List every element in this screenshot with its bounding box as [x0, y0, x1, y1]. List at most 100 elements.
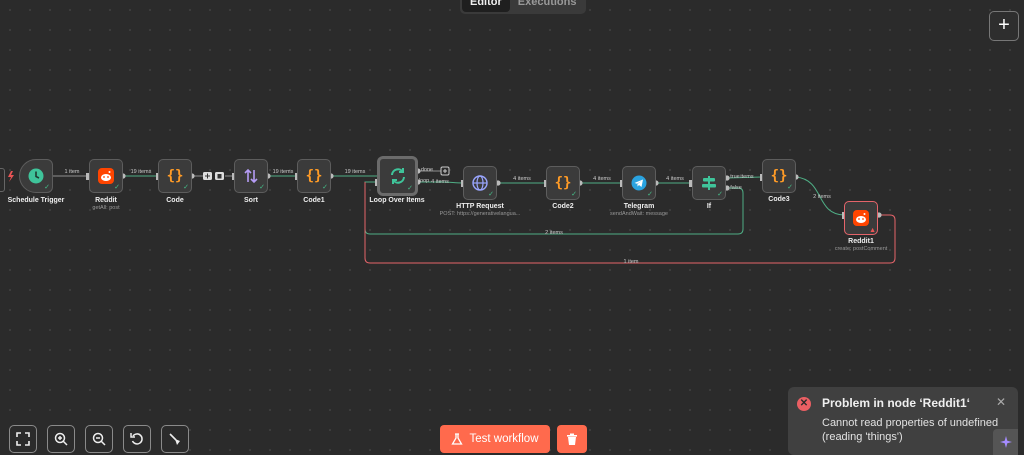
node-reddit[interactable]: ✓	[89, 159, 123, 193]
code-braces-icon: {}	[305, 168, 323, 184]
plus-icon	[205, 173, 210, 179]
success-check-icon: ✓	[114, 184, 120, 191]
node-label: Loop Over Items	[369, 197, 425, 204]
edge-label: 4 items	[513, 176, 531, 182]
fit-view-icon	[16, 432, 30, 446]
reddit-icon	[98, 168, 114, 184]
trash-icon	[217, 174, 222, 179]
view-tabs: Editor Executions	[460, 0, 587, 14]
reddit-icon	[853, 210, 869, 226]
tab-editor[interactable]: Editor	[462, 0, 510, 12]
node-subtitle: getAll: post	[92, 205, 120, 211]
test-workflow-button[interactable]: Test workflow	[440, 425, 550, 453]
zoom-in-icon	[54, 432, 68, 446]
success-check-icon: ✓	[322, 184, 328, 191]
edge-label: 1 item	[64, 169, 80, 175]
trash-icon	[567, 433, 577, 445]
input-handles	[86, 173, 845, 219]
trigger-bolt-icon	[8, 171, 14, 182]
zoom-in-button[interactable]	[47, 425, 75, 453]
edge-label: loop	[418, 178, 430, 184]
node-schedule-trigger[interactable]: ✓	[19, 159, 53, 193]
error-circle-icon: ✕	[797, 397, 811, 411]
node-code1[interactable]: {} ✓	[297, 159, 331, 193]
test-workflow-label: Test workflow	[469, 433, 539, 445]
error-warning-icon: ▲	[869, 227, 876, 234]
edge-label: 4 items	[666, 176, 684, 182]
node-telegram[interactable]: ✓	[622, 166, 656, 200]
success-check-icon: ✓	[787, 184, 793, 191]
add-node-button[interactable]: +	[989, 11, 1019, 41]
node-subtitle: create: postComment	[834, 246, 888, 252]
edge-label: 4 items	[431, 179, 449, 185]
sort-icon	[244, 168, 258, 184]
edge-label: 4 items	[593, 176, 611, 182]
edge-label: 2 items	[813, 194, 831, 200]
edge-loop-http	[417, 181, 464, 184]
success-check-icon: ✓	[488, 191, 494, 198]
success-check-icon: ✓	[717, 191, 723, 198]
tidy-up-button[interactable]	[161, 425, 189, 453]
edge-code3-reddit1	[795, 176, 845, 216]
loop-icon	[390, 168, 405, 184]
node-reddit1[interactable]: ▲	[844, 201, 878, 235]
node-code3[interactable]: {} ✓	[762, 159, 796, 193]
node-subtitle: POST: https://generativelangua...	[439, 211, 521, 217]
edge-label: true	[730, 174, 740, 180]
node-loop-over-items[interactable]: ✓	[377, 156, 418, 196]
canvas-toolbar	[9, 425, 189, 453]
edge-label: 1 item	[623, 259, 639, 265]
reset-zoom-icon	[130, 433, 143, 445]
edge-label: false	[730, 185, 742, 191]
clock-icon	[28, 168, 44, 184]
close-icon[interactable]: ✕	[995, 395, 1006, 409]
tab-executions[interactable]: Executions	[517, 0, 577, 8]
sparkle-icon	[999, 436, 1012, 448]
reset-zoom-button[interactable]	[123, 425, 151, 453]
success-check-icon: ✓	[407, 185, 413, 192]
add-after-done-button[interactable]	[440, 166, 450, 176]
node-label: Reddit	[95, 197, 117, 204]
node-label: Schedule Trigger	[7, 197, 65, 204]
toast-message: Cannot read properties of undefined (rea…	[822, 417, 999, 443]
code-braces-icon: {}	[554, 175, 572, 191]
node-label: Telegram	[623, 203, 655, 210]
node-label: Code2	[552, 203, 574, 210]
node-http-request[interactable]: ✓	[463, 166, 497, 200]
plus-icon: +	[998, 14, 1010, 36]
node-code2[interactable]: {} ✓	[546, 166, 580, 200]
node-sort[interactable]: ✓	[234, 159, 268, 193]
tidy-up-icon	[169, 433, 180, 445]
error-toast: ✕ Problem in node ‘Reddit1‘ Cannot read …	[788, 387, 1018, 455]
node-label: Code1	[303, 197, 325, 204]
success-check-icon: ✓	[571, 191, 577, 198]
ask-ai-button[interactable]	[993, 429, 1018, 455]
node-label: Code	[166, 197, 184, 204]
zoom-out-icon	[92, 432, 106, 446]
success-check-icon: ✓	[183, 184, 189, 191]
node-if[interactable]: ✓	[692, 166, 726, 200]
edge-label: items	[740, 174, 754, 180]
clear-execution-button[interactable]	[557, 425, 587, 453]
node-label: HTTP Request	[456, 203, 504, 210]
edge-label: 2 items	[545, 230, 563, 236]
node-subtitle: sendAndWait: message	[610, 211, 668, 217]
edge-label: 19 items	[344, 169, 366, 175]
edge-label: 19 items	[130, 169, 152, 175]
edge-if-false-back	[364, 181, 744, 235]
node-label: Code3	[768, 196, 790, 203]
telegram-icon	[631, 175, 647, 191]
fit-view-button[interactable]	[9, 425, 37, 453]
zoom-out-button[interactable]	[85, 425, 113, 453]
globe-icon	[472, 175, 488, 191]
plus-icon	[443, 169, 447, 173]
edge-label: 19 items	[272, 169, 294, 175]
flask-icon	[451, 433, 464, 445]
edge-reddit1-back	[364, 182, 896, 264]
node-label: Sort	[244, 197, 258, 204]
node-code[interactable]: {} ✓	[158, 159, 192, 193]
code-braces-icon: {}	[166, 168, 184, 184]
canvas-left-handle	[0, 168, 5, 192]
edge-label: done	[420, 167, 434, 173]
